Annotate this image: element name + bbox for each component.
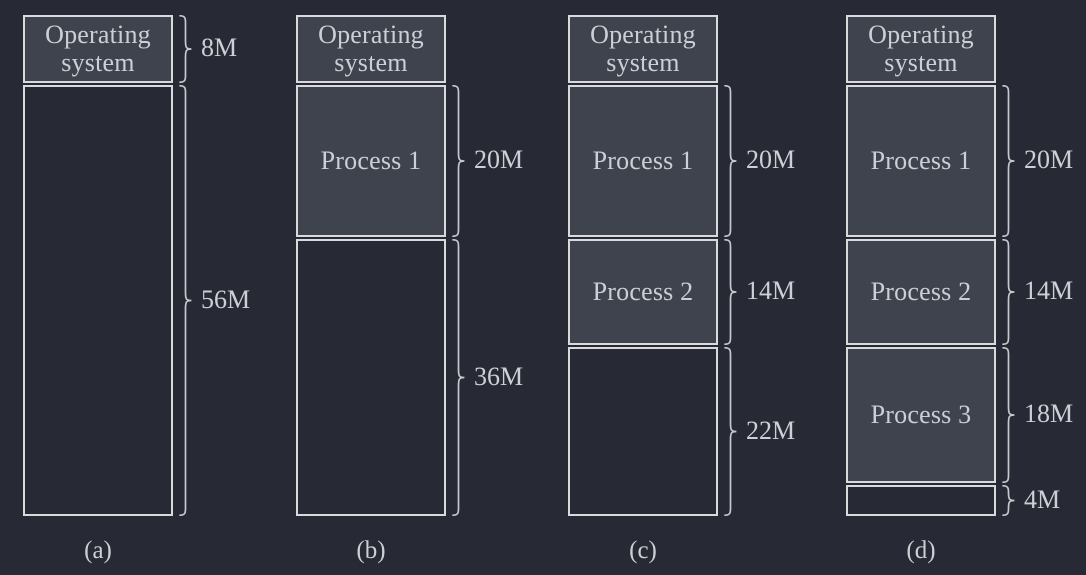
size-brace: [1002, 238, 1015, 346]
memory-region-free: [23, 85, 173, 516]
memory-region-operating-system: Operating system: [23, 15, 173, 83]
size-brace: [724, 238, 737, 346]
size-label: 20M: [1024, 144, 1074, 174]
panel-caption: (d): [906, 537, 936, 564]
memory-region-process-3: Process 3: [846, 347, 996, 483]
size-brace: [1002, 346, 1015, 484]
region-label: Process 1: [592, 145, 694, 175]
size-label: 14M: [746, 275, 796, 305]
memory-region-operating-system: Operating system: [568, 15, 718, 83]
panel-caption: (c): [629, 537, 657, 564]
region-label: Process 1: [870, 145, 972, 175]
memory-region-process-2: Process 2: [568, 239, 718, 345]
memory-region-process-2: Process 2: [846, 239, 996, 345]
memory-region-process-1: Process 1: [568, 85, 718, 237]
size-brace: [724, 84, 737, 238]
size-brace: [724, 346, 737, 517]
size-brace: [452, 84, 465, 238]
region-label: Process 2: [592, 276, 694, 306]
region-label: Operating system: [318, 19, 424, 77]
size-label: 36M: [474, 361, 524, 391]
region-label: Operating system: [45, 19, 151, 77]
size-label: 22M: [746, 415, 796, 445]
size-brace: [452, 238, 465, 517]
region-label: Process 1: [320, 145, 422, 175]
memory-region-process-1: Process 1: [846, 85, 996, 237]
size-label: 56M: [201, 284, 251, 314]
memory-region-process-1: Process 1: [296, 85, 446, 237]
size-brace: [1002, 84, 1015, 238]
size-label: 20M: [746, 144, 796, 174]
region-label: Process 2: [870, 276, 972, 306]
size-brace: [1002, 484, 1015, 517]
size-brace: [179, 84, 192, 517]
region-label: Operating system: [590, 19, 696, 77]
region-label: Operating system: [868, 19, 974, 77]
memory-region-operating-system: Operating system: [296, 15, 446, 83]
memory-region-free: [296, 239, 446, 516]
panel-caption: (b): [356, 537, 386, 564]
region-label: Process 3: [870, 399, 972, 429]
panel-caption: (a): [84, 537, 112, 564]
memory-region-operating-system: Operating system: [846, 15, 996, 83]
size-brace: [179, 14, 192, 84]
memory-region-free: [568, 347, 718, 516]
size-label: 18M: [1024, 398, 1074, 428]
size-label: 4M: [1024, 484, 1061, 514]
size-label: 14M: [1024, 275, 1074, 305]
memory-region-free: [846, 485, 996, 516]
size-label: 20M: [474, 144, 524, 174]
size-label: 8M: [201, 32, 238, 62]
